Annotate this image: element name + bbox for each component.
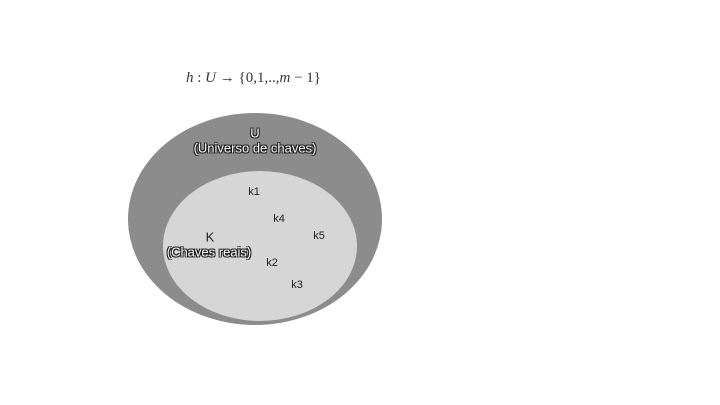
formula-U: U xyxy=(205,70,217,86)
key-label: k4 xyxy=(273,213,285,225)
formula-m: m xyxy=(279,70,291,86)
key-label: k3 xyxy=(291,279,303,291)
key-label: k5 xyxy=(313,230,325,242)
actual-keys-description: (Chaves reais) xyxy=(166,244,252,260)
universe-description: (Universo de chaves) xyxy=(193,140,317,156)
key-label: k2 xyxy=(266,257,278,269)
formula-set-close: − 1} xyxy=(290,70,321,86)
universe-name: U xyxy=(250,125,260,141)
hash-function-formula: h : U → {0,1,..,m − 1} xyxy=(186,70,321,87)
formula-set-open: {0,1,.., xyxy=(238,70,280,86)
actual-keys-name: K xyxy=(205,229,215,245)
formula-arrow: → xyxy=(216,70,239,86)
key-label: k1 xyxy=(248,186,260,198)
formula-colon: : xyxy=(193,70,206,86)
actual-keys-ellipse xyxy=(163,171,357,321)
formula-h: h xyxy=(186,70,194,86)
